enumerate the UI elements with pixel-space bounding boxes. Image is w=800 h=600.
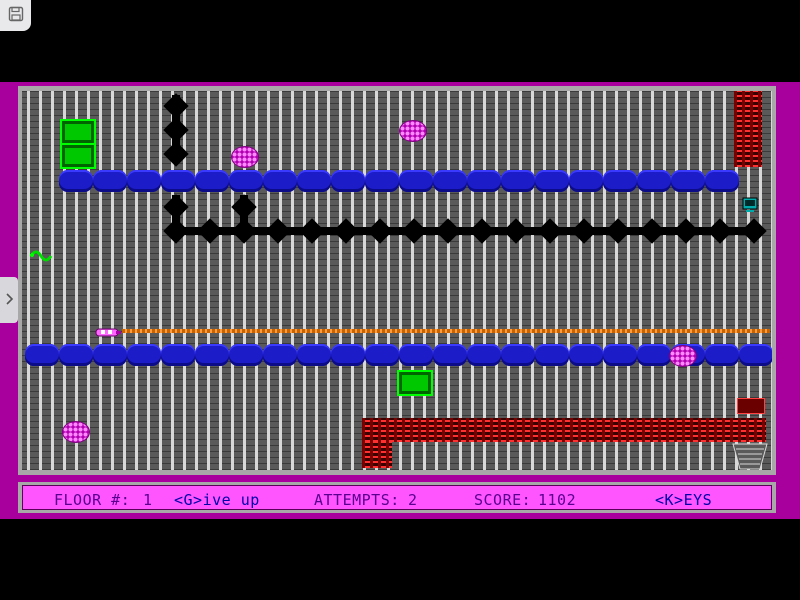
score-value: 1102 [538, 491, 577, 509]
pink-disc [231, 146, 259, 168]
pipe-node [469, 218, 495, 244]
game-playfield[interactable] [22, 91, 772, 470]
pipe-node [707, 218, 733, 244]
green-block [397, 370, 433, 396]
pipe-node [299, 218, 325, 244]
pipe-node [435, 218, 461, 244]
hopper [732, 443, 768, 470]
pipe-node [401, 218, 427, 244]
green-block [60, 119, 96, 145]
brick-wall [734, 91, 762, 167]
pipe-node [571, 218, 597, 244]
brick-wall [362, 442, 392, 468]
status-panel: FLOOR #: 1 <G>ive up ATTEMPTS: 2 SCORE: … [22, 485, 772, 510]
pipe-node [741, 218, 767, 244]
pink-disc [399, 120, 427, 142]
pipe-node [503, 218, 529, 244]
green-block [60, 143, 96, 169]
player-vehicle [94, 324, 122, 337]
attempts-label: ATTEMPTS: [314, 491, 400, 509]
pipe-node [605, 218, 631, 244]
side-panel-toggle[interactable] [0, 277, 18, 323]
floor-label: FLOOR #: [54, 491, 131, 509]
pipe-node [537, 218, 563, 244]
pipe-node [163, 218, 189, 244]
chevron-right-icon [4, 291, 14, 310]
pipe-node [265, 218, 291, 244]
status-bar: FLOOR #: 1 <G>ive up ATTEMPTS: 2 SCORE: … [18, 482, 776, 513]
pipe-node [163, 194, 189, 220]
pipe-node [333, 218, 359, 244]
pink-disc [669, 345, 697, 367]
pipe-node [231, 194, 257, 220]
pink-disc [62, 421, 90, 443]
pipe-horizontal [174, 227, 752, 235]
pipe-node [163, 117, 189, 143]
give-up-button[interactable]: <G>ive up [174, 491, 260, 509]
floppy-disk-icon [8, 6, 24, 26]
green-creature [28, 247, 54, 265]
pipe-node [231, 218, 257, 244]
rope-line [122, 329, 770, 333]
pipe-node [163, 141, 189, 167]
pipe-node [367, 218, 393, 244]
brick-wall [362, 418, 766, 442]
pipe-node [163, 93, 189, 119]
attempts-value: 2 [408, 491, 418, 509]
floor-value: 1 [143, 491, 153, 509]
keys-button[interactable]: <K>EYS [655, 491, 713, 509]
upper-conveyor [59, 169, 739, 193]
lower-conveyor [25, 343, 772, 367]
pipe-node [639, 218, 665, 244]
computer-terminal-icon [742, 197, 758, 213]
pipe-node [197, 218, 223, 244]
red-crate [737, 398, 765, 414]
save-button[interactable] [0, 0, 31, 31]
pipe-node [673, 218, 699, 244]
score-label: SCORE: [474, 491, 532, 509]
